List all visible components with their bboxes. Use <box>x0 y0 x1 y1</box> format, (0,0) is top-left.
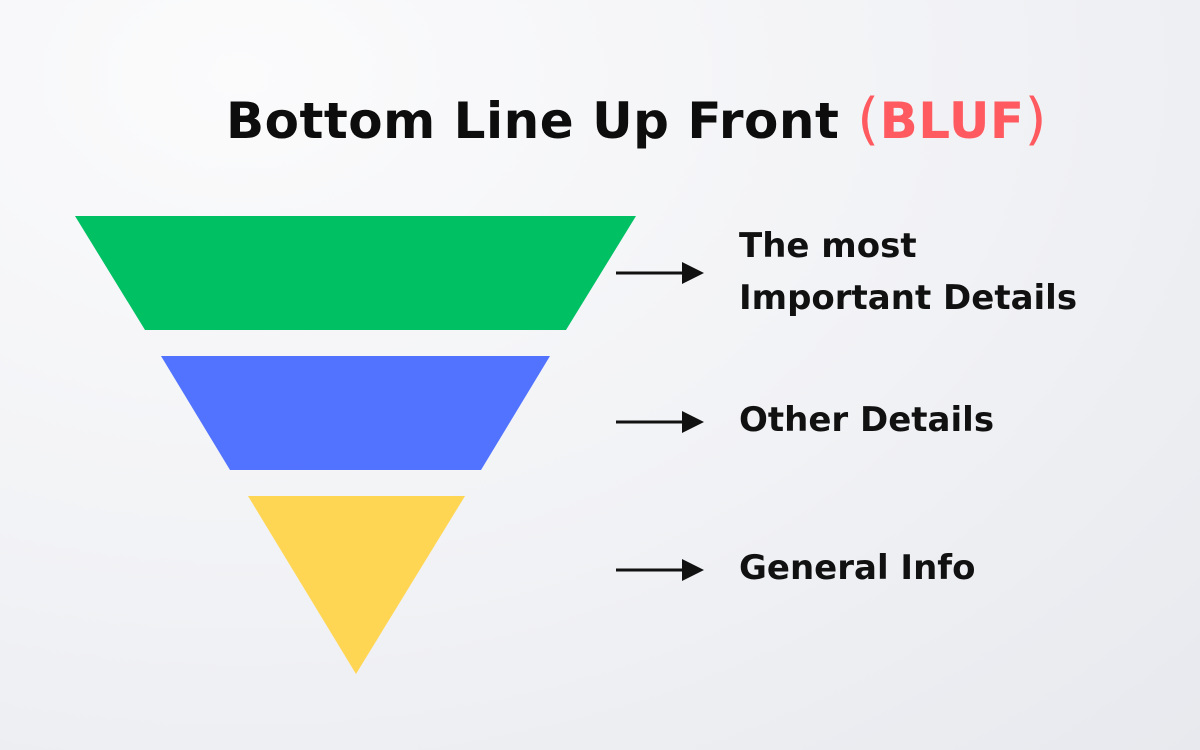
label-line: Other Details <box>739 400 995 440</box>
right-arrow-icon <box>616 559 704 581</box>
label-line: Important Details <box>739 278 1078 318</box>
label-most-important-details: The most Important Details <box>739 220 1077 324</box>
right-arrow-icon <box>616 262 704 284</box>
funnel-tier-other-details <box>161 356 550 470</box>
label-general-info: General Info <box>739 542 975 594</box>
title-paren-open: ( <box>857 87 880 152</box>
title-paren-close: ) <box>1024 87 1047 152</box>
funnel-tier-most-important <box>75 216 636 330</box>
label-line: The most <box>739 226 917 266</box>
right-arrow-icon <box>616 411 704 433</box>
funnel-tier-general-info <box>248 496 465 674</box>
title-main: Bottom Line Up Front <box>226 92 840 150</box>
label-line: General Info <box>739 548 976 588</box>
label-other-details: Other Details <box>739 394 994 446</box>
page-title: Bottom Line Up Front (BLUF) <box>0 80 1200 161</box>
title-acronym: BLUF <box>879 92 1025 150</box>
